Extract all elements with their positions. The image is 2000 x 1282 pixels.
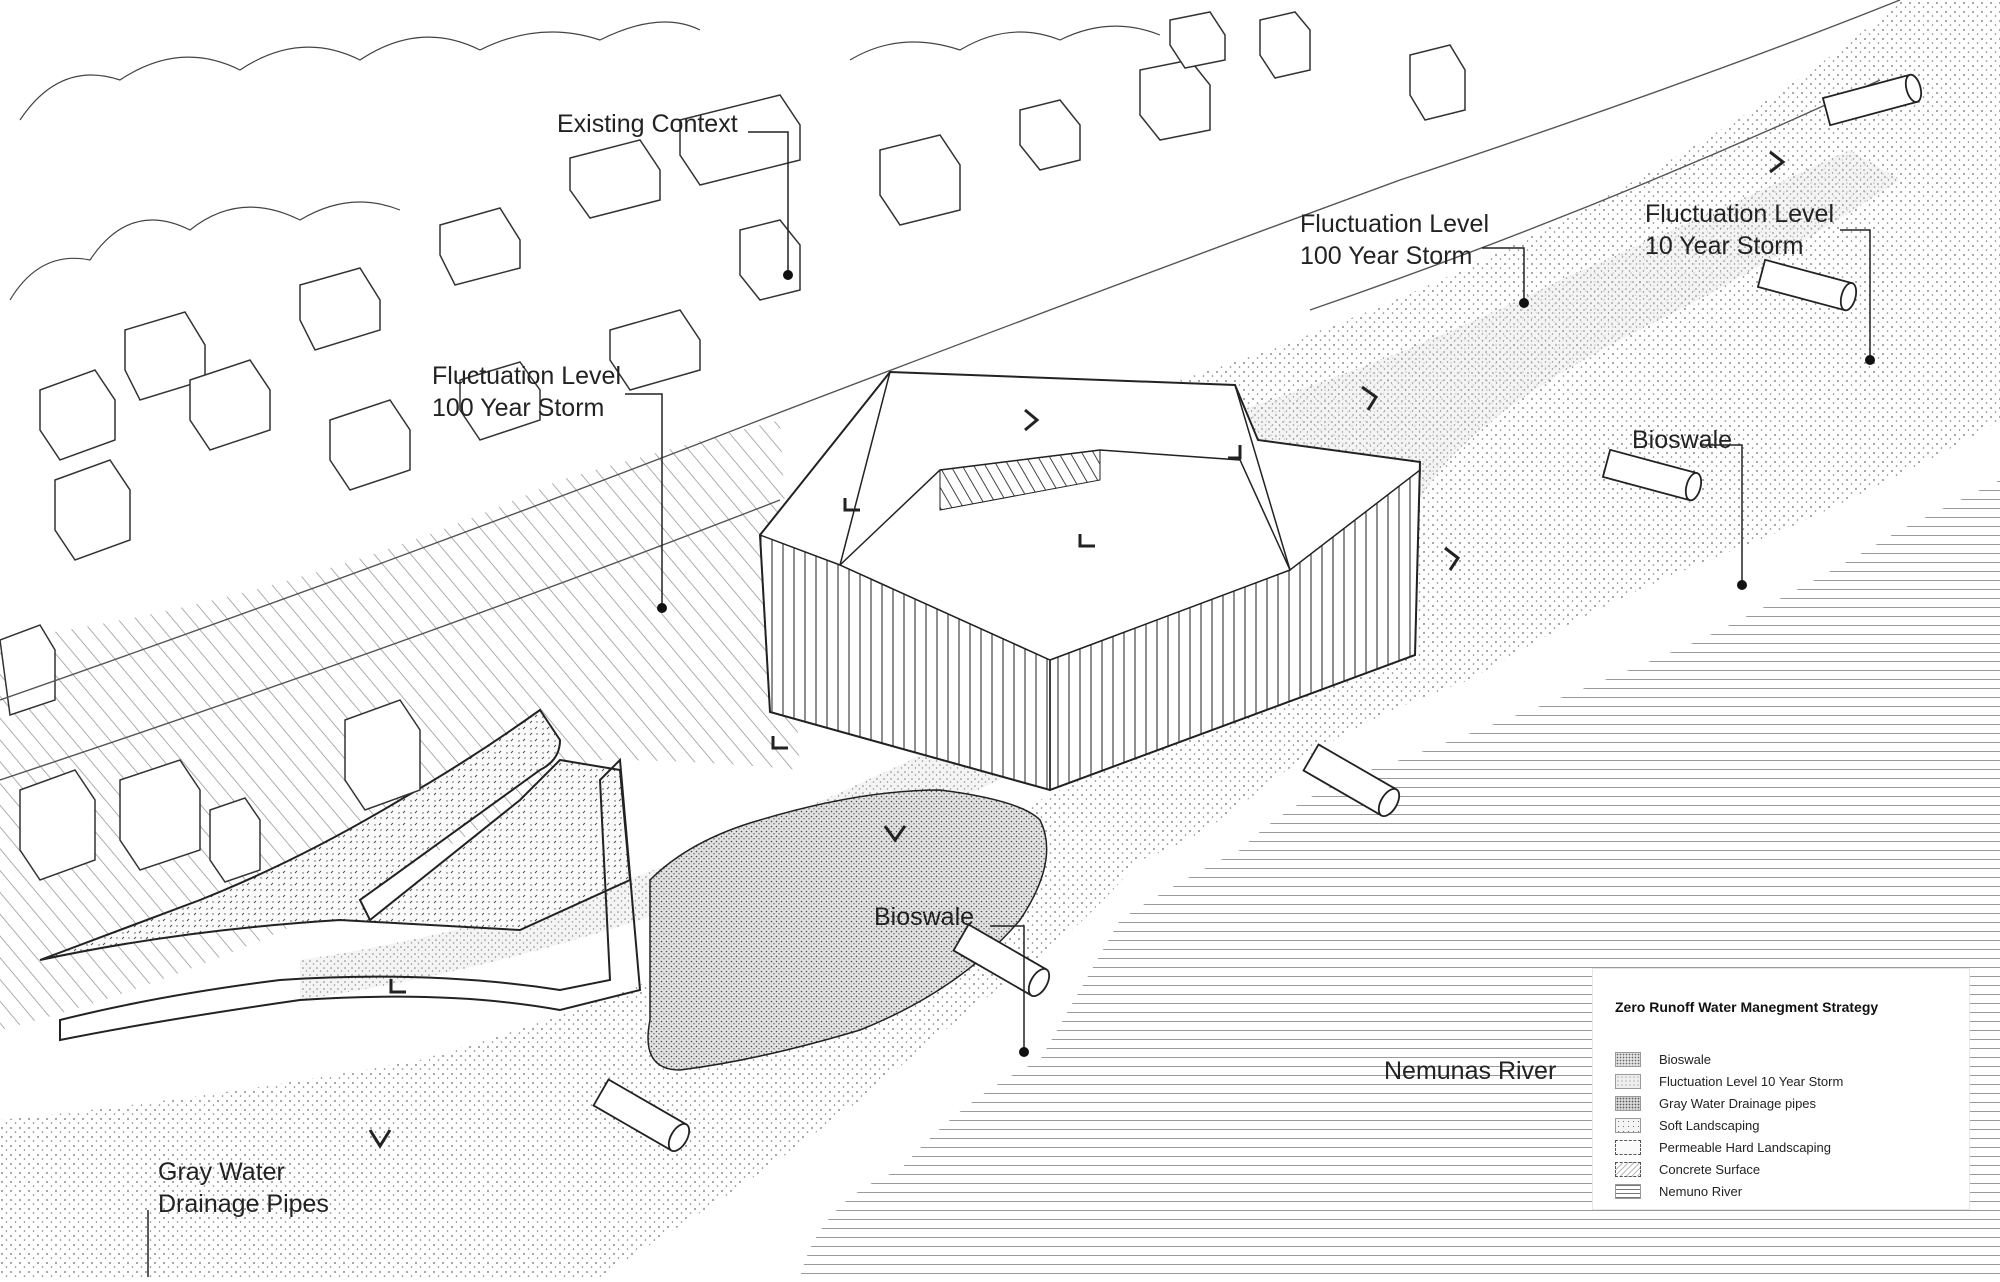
label-fluctuation-100-mid: Fluctuation Level 100 Year Storm xyxy=(1300,210,1490,270)
flow-arrows xyxy=(368,150,1786,1149)
annotation-leaders xyxy=(147,131,1871,1277)
legend-swatch xyxy=(1615,1073,1641,1089)
legend-title: Zero Runoff Water Manegment Strategy xyxy=(1615,999,1879,1015)
bioswale-band xyxy=(300,150,1900,1000)
legend-item-concrete: Concrete Surface xyxy=(1615,1159,1760,1179)
bioswale-pond xyxy=(647,789,1048,1071)
tree-canopy xyxy=(9,21,1161,301)
label-bioswale-right: Bioswale xyxy=(1632,426,1733,454)
label-bioswale-center: Bioswale xyxy=(874,903,975,931)
legend-swatch xyxy=(1615,1161,1641,1177)
road-edges xyxy=(0,0,1901,781)
legend-label: Gray Water Drainage pipes xyxy=(1659,1095,1817,1111)
label-fluctuation-10-right: Fluctuation Level 10 Year Storm xyxy=(1645,200,1835,260)
building xyxy=(758,370,1422,792)
legend-label: Concrete Surface xyxy=(1659,1161,1761,1177)
legend-swatch xyxy=(1615,1183,1641,1199)
legend-label: Soft Landscaping xyxy=(1659,1117,1760,1133)
annotation-dots xyxy=(657,270,1875,1057)
legend-item-permeable-hard: Permeable Hard Landscaping xyxy=(1615,1137,1831,1157)
legend-label: Fluctuation Level 10 Year Storm xyxy=(1659,1073,1844,1089)
label-nemunas-river: Nemunas River xyxy=(1384,1057,1557,1085)
lower-plaza xyxy=(39,708,642,1042)
legend-item-soft-landscaping: Soft Landscaping xyxy=(1615,1115,1759,1135)
label-gray-water-pipes: Gray Water Drainage Pipes xyxy=(158,1158,329,1218)
legend-item-gray-water: Gray Water Drainage pipes xyxy=(1615,1093,1816,1113)
drainage-pipes xyxy=(592,73,1923,1152)
legend-swatch xyxy=(1615,1095,1641,1111)
legend-swatch xyxy=(1615,1051,1641,1067)
existing-context-houses xyxy=(0,11,1466,883)
legend-label: Permeable Hard Landscaping xyxy=(1659,1139,1831,1155)
legend-label: Bioswale xyxy=(1659,1051,1712,1067)
legend-item-river: Nemuno River xyxy=(1615,1181,1742,1201)
legend-item-fluctuation-10: Fluctuation Level 10 Year Storm xyxy=(1615,1071,1843,1091)
legend-item-bioswale: Bioswale xyxy=(1615,1049,1711,1069)
label-existing-context: Existing Context xyxy=(557,110,738,138)
legend: Zero Runoff Water Manegment Strategy Bio… xyxy=(1592,968,1970,1210)
legend-swatch xyxy=(1615,1117,1641,1133)
label-fluctuation-100-left: Fluctuation Level 100 Year Storm xyxy=(432,362,622,422)
legend-label: Nemuno River xyxy=(1659,1183,1743,1199)
legend-swatch xyxy=(1615,1139,1641,1155)
